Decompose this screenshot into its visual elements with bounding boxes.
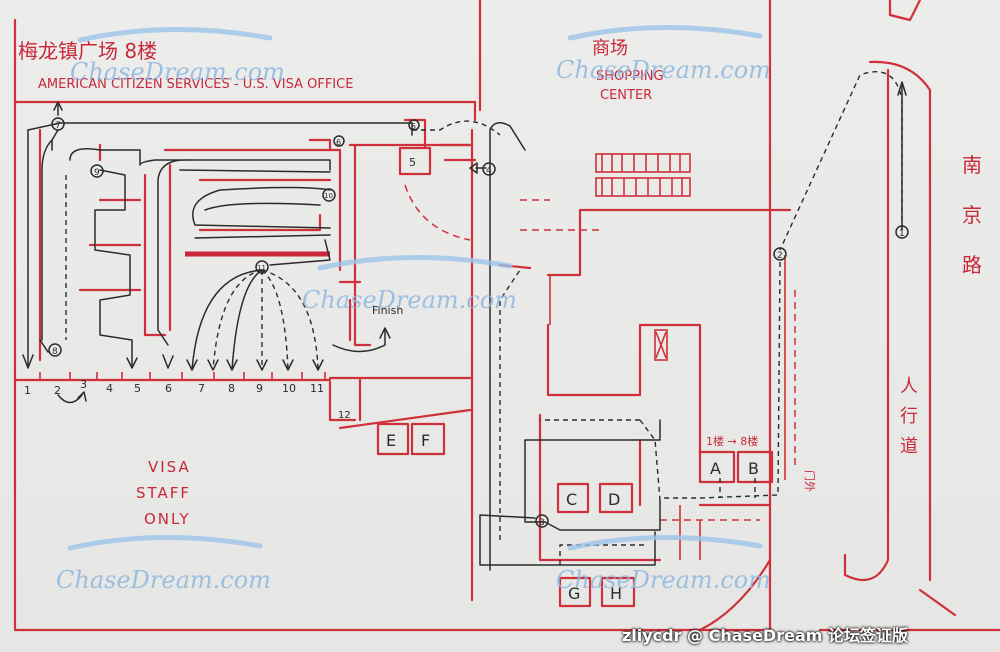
watermark-4: ChaseDream.com bbox=[56, 566, 271, 594]
svg-text:5: 5 bbox=[409, 156, 416, 169]
staff-line-1: VISA bbox=[148, 458, 191, 476]
svg-text:2: 2 bbox=[54, 384, 61, 397]
sidewalk-char-1: 人 bbox=[900, 376, 918, 397]
step-marker-8 bbox=[48, 343, 62, 357]
svg-text:10: 10 bbox=[282, 382, 296, 395]
room-a-box bbox=[698, 450, 736, 484]
svg-text:7: 7 bbox=[55, 121, 61, 131]
svg-text:4: 4 bbox=[486, 166, 492, 176]
room-d-box bbox=[598, 482, 634, 514]
svg-text:H: H bbox=[610, 584, 622, 603]
svg-text:11: 11 bbox=[310, 382, 324, 395]
room-g-box bbox=[558, 576, 592, 608]
svg-text:11: 11 bbox=[257, 264, 266, 272]
room-e-box bbox=[376, 422, 410, 456]
svg-text:3: 3 bbox=[80, 378, 87, 391]
road-char-1: 南 bbox=[962, 153, 982, 177]
step-marker-6 bbox=[333, 135, 345, 147]
svg-text:4: 4 bbox=[106, 382, 113, 395]
svg-text:G: G bbox=[568, 584, 580, 603]
watermark-2: ChaseDream.com bbox=[556, 56, 771, 84]
step-markers: 1 2 3 4 5 5 6 7 8 9 10 11 bbox=[48, 117, 909, 528]
svg-text:A: A bbox=[710, 459, 721, 478]
svg-text:C: C bbox=[566, 490, 577, 509]
window-numbers: 1 2 3 4 5 6 7 8 9 10 11 12 bbox=[24, 378, 351, 421]
svg-text:F: F bbox=[421, 431, 430, 450]
floor-note: 1楼 → 8楼 bbox=[706, 434, 758, 448]
staff-line-2: STAFF bbox=[136, 484, 191, 502]
watermark-3: ChaseDream.com bbox=[302, 286, 517, 314]
sidewalk-char-3: 道 bbox=[900, 436, 918, 457]
svg-text:E: E bbox=[386, 431, 396, 450]
room-c-box bbox=[556, 482, 590, 514]
svg-text:6: 6 bbox=[165, 382, 172, 395]
step-marker-7 bbox=[51, 117, 65, 131]
svg-text:D: D bbox=[608, 490, 620, 509]
svg-text:1: 1 bbox=[24, 384, 31, 397]
watermarks: ChaseDream.com ChaseDream.com ChaseDream… bbox=[56, 25, 771, 594]
shopping-title-cn: 商场 bbox=[592, 38, 628, 59]
watermark-1: ChaseDream.com bbox=[70, 58, 285, 86]
map-labels: 梅龙镇广场 8楼 AMERICAN CITIZEN SERVICES - U.S… bbox=[18, 38, 982, 528]
step-marker-10 bbox=[322, 188, 336, 202]
step-marker-1 bbox=[895, 225, 909, 239]
room-f-box bbox=[410, 422, 446, 456]
room-labels: E F C D A B G H bbox=[386, 431, 759, 603]
svg-text:3: 3 bbox=[539, 518, 545, 528]
svg-text:8: 8 bbox=[52, 347, 58, 357]
exit-note: 门外 bbox=[803, 470, 817, 492]
svg-text:10: 10 bbox=[324, 192, 333, 200]
finish-label: Finish bbox=[372, 304, 403, 317]
svg-text:B: B bbox=[748, 459, 759, 478]
svg-text:5: 5 bbox=[411, 122, 416, 131]
author-credit: zliycdr @ ChaseDream 论坛签证版 bbox=[621, 626, 908, 645]
step-marker-3 bbox=[535, 514, 549, 528]
room-h-box bbox=[600, 576, 636, 608]
svg-text:12: 12 bbox=[338, 410, 351, 421]
staff-line-3: ONLY bbox=[144, 510, 191, 528]
office-title-en: AMERICAN CITIZEN SERVICES - U.S. VISA OF… bbox=[38, 77, 353, 92]
shopping-title-en-1: SHOPPING bbox=[596, 69, 664, 84]
svg-text:6: 6 bbox=[336, 138, 341, 147]
building-walls bbox=[13, 0, 1000, 632]
road-char-3: 路 bbox=[962, 253, 982, 277]
svg-text:1: 1 bbox=[899, 229, 905, 239]
svg-text:5: 5 bbox=[134, 382, 141, 395]
svg-text:8: 8 bbox=[228, 382, 235, 395]
step-marker-9 bbox=[90, 164, 104, 178]
road-char-2: 京 bbox=[962, 203, 982, 227]
sidewalk-char-2: 行 bbox=[900, 406, 918, 427]
step-5-desk bbox=[398, 146, 432, 176]
shopping-title-en-2: CENTER bbox=[600, 88, 652, 103]
svg-text:7: 7 bbox=[198, 382, 205, 395]
step-marker-4 bbox=[482, 162, 496, 176]
svg-text:9: 9 bbox=[94, 168, 100, 178]
step-marker-11 bbox=[255, 260, 269, 274]
step-marker-5-top bbox=[408, 119, 420, 131]
svg-text:2: 2 bbox=[777, 251, 783, 261]
step-marker-2 bbox=[773, 247, 787, 261]
svg-text:9: 9 bbox=[256, 382, 263, 395]
watermark-5: ChaseDream.com bbox=[556, 566, 771, 594]
office-title-cn: 梅龙镇广场 8楼 bbox=[18, 39, 157, 63]
